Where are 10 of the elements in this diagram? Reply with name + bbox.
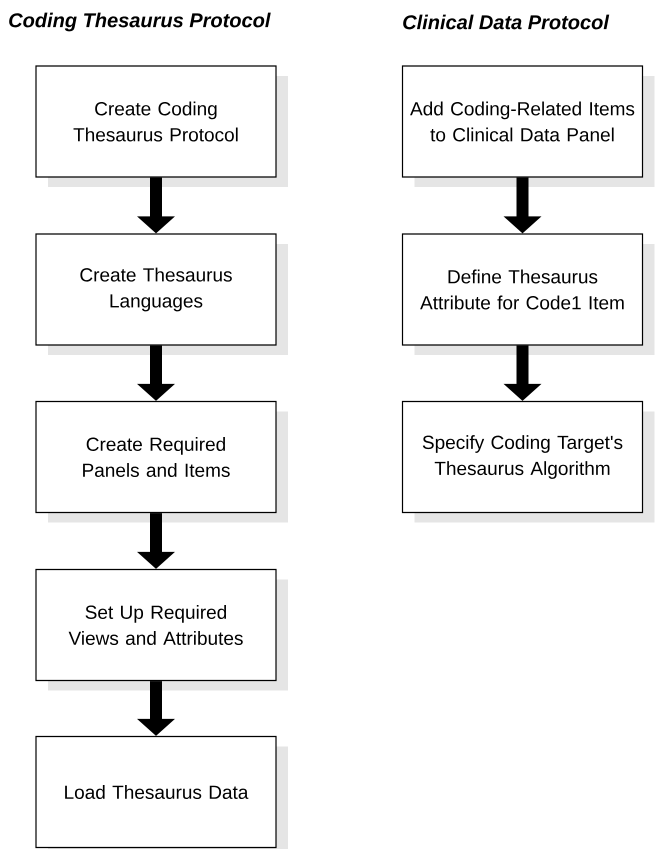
process-box: Set Up Required Views and Attributes (35, 568, 288, 690)
process-box: Create Required Panels and Items (35, 400, 288, 522)
process-box: Load Thesaurus Data (35, 736, 288, 849)
process-box: Define Thesaurus Attribute for Code1 Item (402, 233, 654, 355)
column-heading: Clinical Data Protocol (403, 14, 610, 30)
column-heading: Coding Thesaurus Protocol (9, 12, 271, 32)
process-box: Create Thesaurus Languages (35, 233, 288, 355)
process-box: Create Coding Thesaurus Protocol (35, 65, 288, 187)
process-box: Add Coding-Related Items to Clinical Data Panel (402, 65, 654, 187)
process-box: Specify Coding Target's Thesaurus Algorithm (402, 400, 654, 522)
